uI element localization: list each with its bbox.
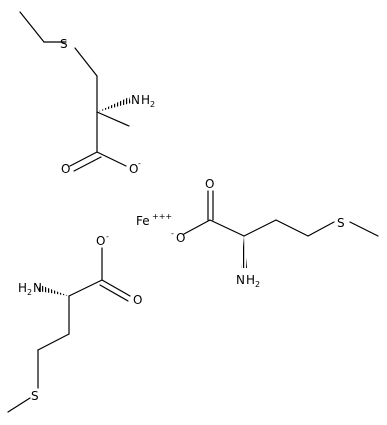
bond xyxy=(69,151,98,167)
bond xyxy=(349,221,379,237)
sulfur-label: S xyxy=(31,389,39,403)
bond xyxy=(275,219,309,237)
oxygen-label: O xyxy=(129,162,138,176)
oxygen-label: O xyxy=(96,234,105,248)
oxygen-label: O xyxy=(205,177,214,191)
amine-subscript: 2 xyxy=(150,100,155,109)
bond xyxy=(73,156,102,172)
amine-label: H xyxy=(141,93,150,107)
bond xyxy=(243,219,277,237)
bond xyxy=(74,47,98,77)
amine-label: N xyxy=(236,273,245,287)
oxygen-label: O xyxy=(133,293,142,307)
oxygen-charge: - xyxy=(138,159,141,168)
oxygen-label: O xyxy=(176,231,185,245)
amine-subscript: 2 xyxy=(27,288,32,297)
bond xyxy=(37,333,70,351)
stereo-wedge xyxy=(97,97,131,112)
amine-subscript: 2 xyxy=(255,280,260,289)
amine-label: N xyxy=(33,281,42,295)
oxygen-charge: - xyxy=(171,229,174,238)
bond xyxy=(99,284,129,302)
bond xyxy=(19,11,45,43)
iron-ion: Fe +++ xyxy=(136,212,172,228)
sulfur-label: S xyxy=(337,216,345,230)
iron-label: Fe xyxy=(136,214,150,228)
oxygen-charge: - xyxy=(106,232,109,241)
iron-charge: +++ xyxy=(152,212,172,221)
stereo-wedge xyxy=(241,236,247,268)
stereo-wedge xyxy=(38,285,69,296)
methionine-top: S N H 2 O O - xyxy=(19,11,155,176)
bond xyxy=(209,219,245,237)
bond xyxy=(96,111,130,127)
bond xyxy=(307,221,335,237)
amine-label: H xyxy=(18,281,27,295)
amine-label: N xyxy=(131,93,140,107)
oxygen-label: O xyxy=(61,162,70,176)
bond xyxy=(68,279,103,297)
bond xyxy=(7,397,31,413)
bond xyxy=(96,151,127,167)
amine-label: H xyxy=(246,273,255,287)
bond xyxy=(183,219,211,235)
methionine-bottom: O - O H 2 N S xyxy=(7,232,142,413)
bond xyxy=(101,279,131,297)
sulfur-label: S xyxy=(60,37,68,51)
methionine-right: O - O S N H 2 xyxy=(171,177,379,289)
